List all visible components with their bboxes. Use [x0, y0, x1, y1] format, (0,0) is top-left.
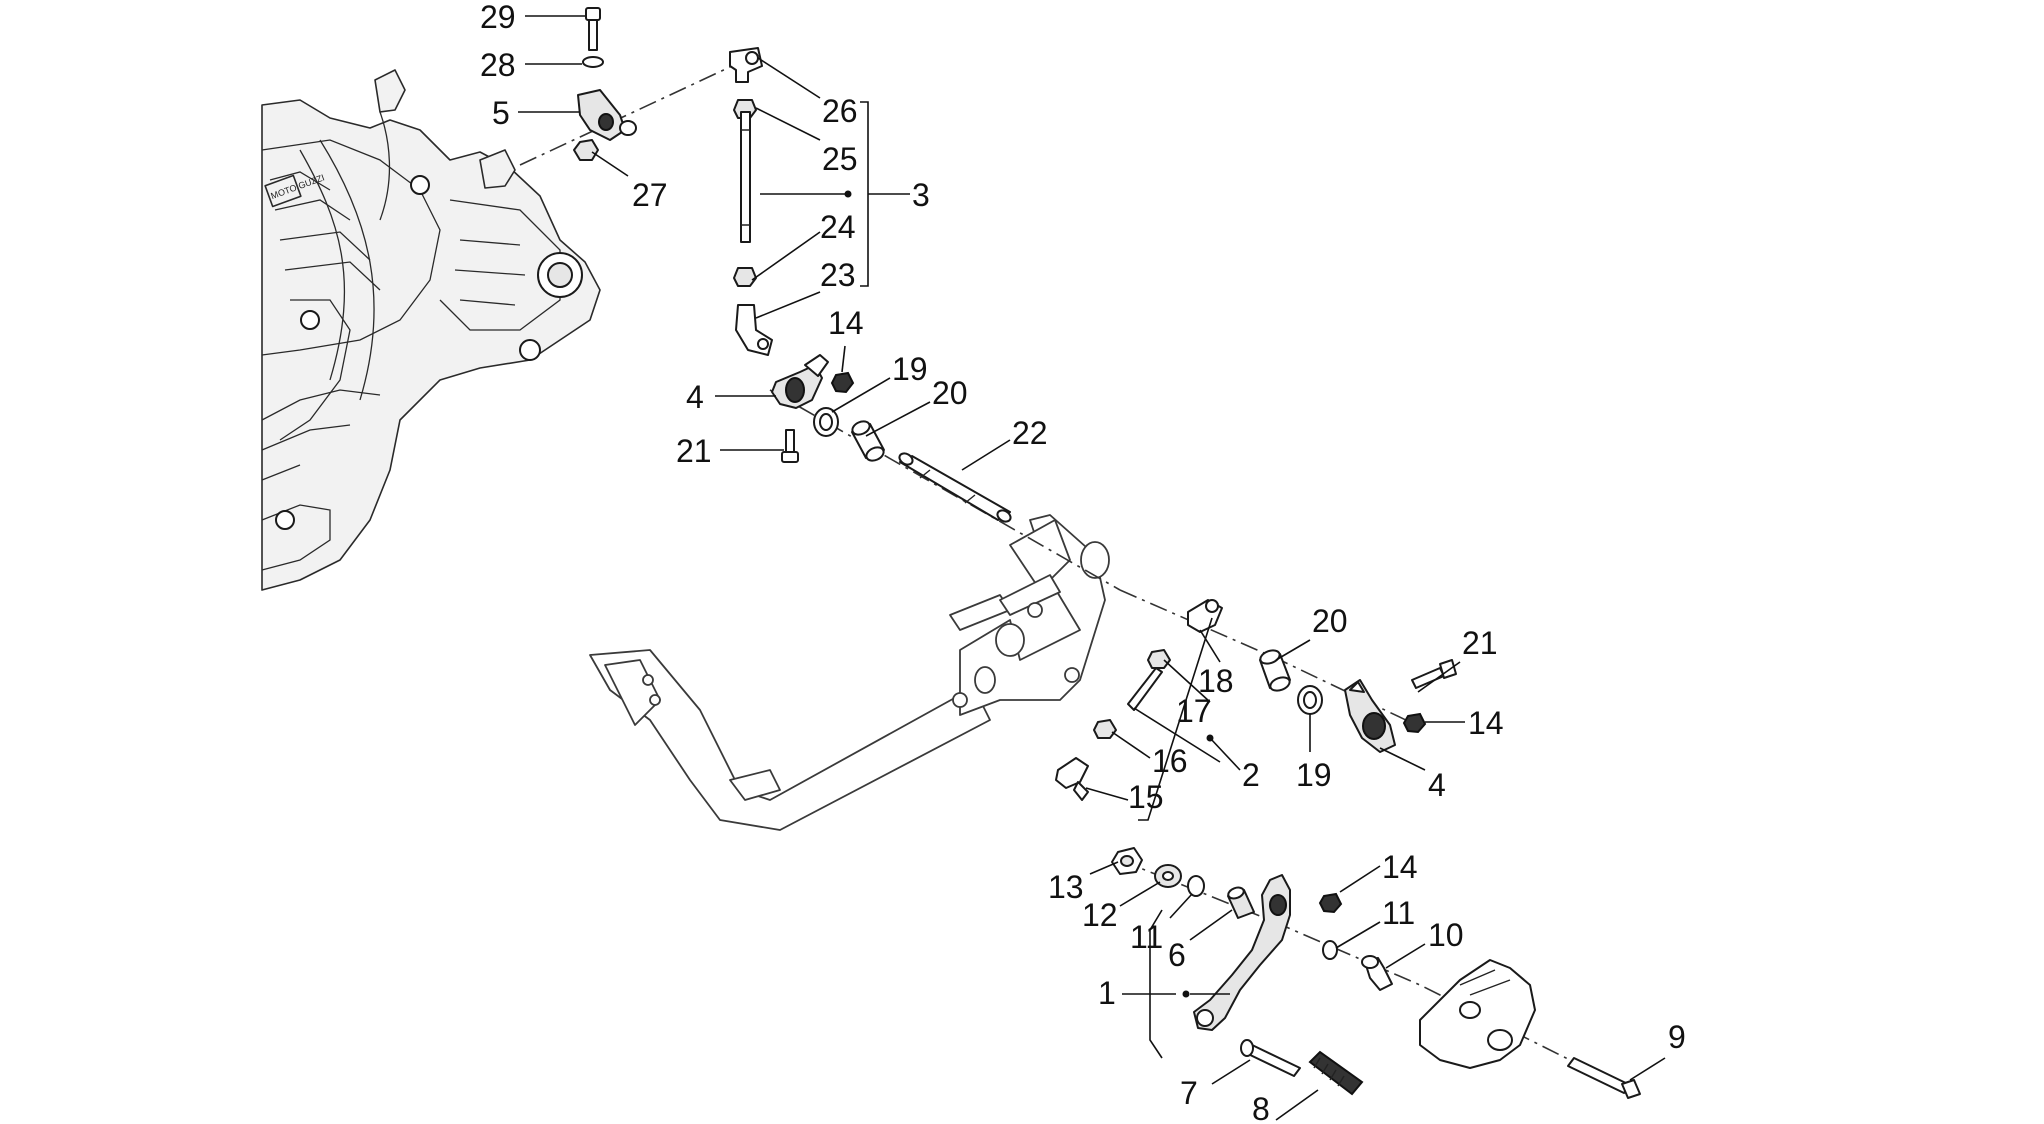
- part-11-ring-right: [1322, 940, 1338, 960]
- part-12-washer: [1154, 864, 1182, 888]
- engine-gearbox-housing: MOTO GUZZI: [261, 69, 601, 591]
- part-20-bush-right: [1259, 649, 1291, 692]
- callout-17: 17: [1176, 693, 1212, 729]
- part-14-nut-upper: [830, 371, 855, 394]
- part-29-screw: [585, 7, 601, 51]
- part-1-foot-lever: [1193, 874, 1291, 1031]
- leader-lines: [518, 15, 1666, 1121]
- callout-27: 27: [632, 177, 668, 213]
- part-4-lever-right: [1344, 679, 1396, 753]
- callout-11-right: 11: [1382, 895, 1415, 931]
- part-4-lever-upper: [771, 354, 829, 409]
- callout-10: 10: [1428, 917, 1464, 953]
- part-22-shaft: [898, 452, 1012, 523]
- callout-14-upper: 14: [828, 305, 864, 341]
- callout-14-right: 14: [1468, 705, 1504, 741]
- part-2-rod: [1127, 667, 1163, 711]
- part-10-pivot-bush: [1361, 955, 1393, 991]
- callout-19-right: 19: [1296, 757, 1332, 793]
- callout-22: 22: [1012, 415, 1048, 451]
- callout-12: 12: [1082, 897, 1118, 933]
- part-28-washer: [582, 56, 604, 68]
- callout-21-upper: 21: [676, 433, 712, 469]
- part-17-nut: [1147, 649, 1171, 669]
- part-18-ball-joint: [1187, 599, 1223, 633]
- part-15-ball-joint: [1055, 757, 1089, 801]
- callout-8: 8: [1252, 1091, 1270, 1124]
- part-26-ball-joint: [729, 47, 763, 83]
- callout-11-left: 11: [1130, 919, 1163, 955]
- callout-20-upper: 20: [932, 375, 968, 411]
- callout-4-upper: 4: [686, 379, 704, 415]
- part-3-rod: [740, 111, 751, 243]
- callout-16: 16: [1152, 743, 1188, 779]
- callout-13: 13: [1048, 869, 1084, 905]
- callout-19-upper: 19: [892, 351, 928, 387]
- callout-2: 2: [1242, 757, 1260, 793]
- part-20-bush-upper: [851, 420, 885, 462]
- part-16-nut: [1093, 719, 1117, 739]
- part-19-washer-right: [1297, 685, 1323, 715]
- part-8-footpeg-rubber: [1308, 1050, 1364, 1096]
- part-21-bolt-right: [1411, 659, 1457, 689]
- callout-5: 5: [492, 95, 510, 131]
- callout-20-right: 20: [1312, 603, 1348, 639]
- callout-28: 28: [480, 47, 516, 83]
- part-19-washer-upper: [813, 407, 839, 437]
- part-14-nut-lower: [1318, 892, 1343, 914]
- part-14-nut-right: [1402, 712, 1427, 734]
- part-5-lever: [577, 89, 637, 141]
- callout-9: 9: [1668, 1019, 1686, 1055]
- part-21-bolt-upper: [781, 429, 799, 463]
- part-11-ring-left: [1187, 875, 1205, 897]
- part-6-bush: [1227, 886, 1255, 919]
- part-27-nut: [573, 139, 599, 161]
- part-23-ball-joint: [735, 304, 773, 356]
- callout-24: 24: [820, 209, 856, 245]
- callout-21-right: 21: [1462, 625, 1498, 661]
- callout-23: 23: [820, 257, 856, 293]
- callout-numbers: 29 28 5 26 25 27 3 24 23 14 19 20 4 21 2…: [480, 0, 1686, 1124]
- part-24-nut: [733, 267, 757, 287]
- callout-7: 7: [1180, 1075, 1198, 1111]
- frame-footpeg-bracket: [589, 514, 1110, 831]
- part-9-bolt: [1567, 1057, 1641, 1099]
- footpeg-hanger-bracket: [1419, 959, 1536, 1069]
- callout-26: 26: [822, 93, 858, 129]
- callout-18: 18: [1198, 663, 1234, 699]
- callout-4-right: 4: [1428, 767, 1446, 803]
- callout-14-lower: 14: [1382, 849, 1418, 885]
- part-7-pin: [1240, 1039, 1301, 1077]
- callout-6: 6: [1168, 937, 1186, 973]
- callout-25: 25: [822, 141, 858, 177]
- callout-1: 1: [1098, 975, 1116, 1011]
- callout-29: 29: [480, 0, 516, 35]
- callout-3: 3: [912, 177, 930, 213]
- callout-15: 15: [1128, 779, 1164, 815]
- part-13-nut: [1111, 847, 1143, 875]
